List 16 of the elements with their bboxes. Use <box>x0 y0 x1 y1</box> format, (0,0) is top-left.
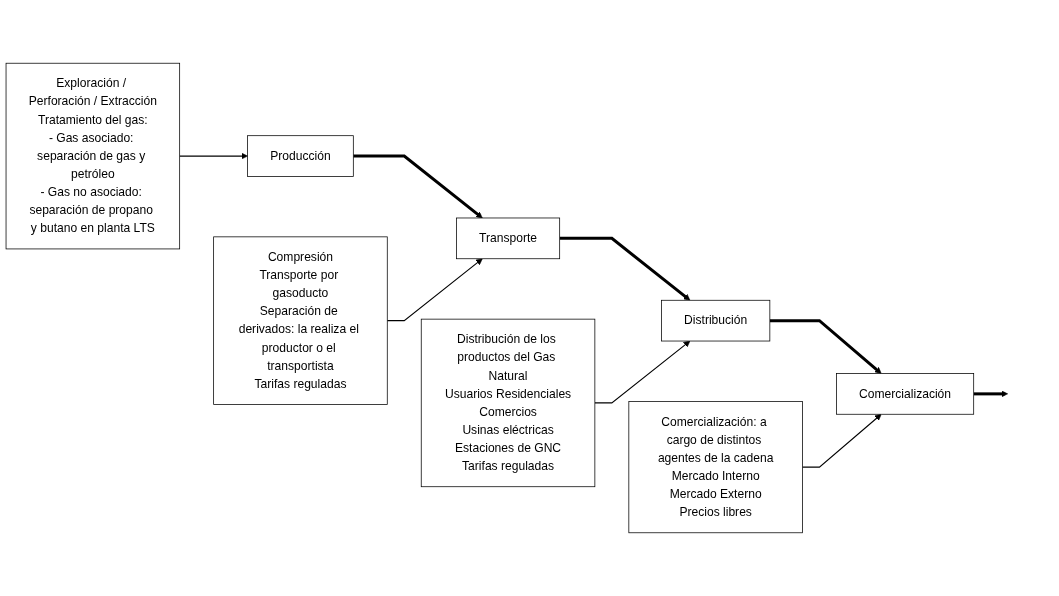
arrow <box>594 340 691 404</box>
arrow <box>179 152 248 160</box>
arrow <box>353 154 483 219</box>
node-box: Comercialización <box>836 373 975 415</box>
arrow <box>973 390 1008 398</box>
arrow <box>801 413 882 468</box>
node-box: Comercialización: a cargo de distintos agentes de la cadena Mercado Interno Mercado Externo Precios libres <box>628 401 803 534</box>
arrow <box>559 236 691 301</box>
node-box: Producción <box>247 135 354 177</box>
node-box: Exploración / Perforación / Extracción Tratamiento del gas: - Gas asociado: separación de gas y petróleo - Gas no asociado: separación de propano y butano en planta LTS <box>5 62 181 250</box>
node-box: Transporte <box>456 217 561 260</box>
arrow <box>386 258 483 322</box>
arrow <box>769 319 882 374</box>
node-box: Distribución de los productos del Gas Natural Usuarios Residenciales Comercios Usinas eléctricas Estaciones de GNC Tarifas reguladas <box>420 318 596 488</box>
node-box: Compresión Transporte por gasoducto Separación de derivados: la realiza el productor o el transportista Tarifas reguladas <box>213 236 388 405</box>
node-box: Distribución <box>661 299 771 342</box>
